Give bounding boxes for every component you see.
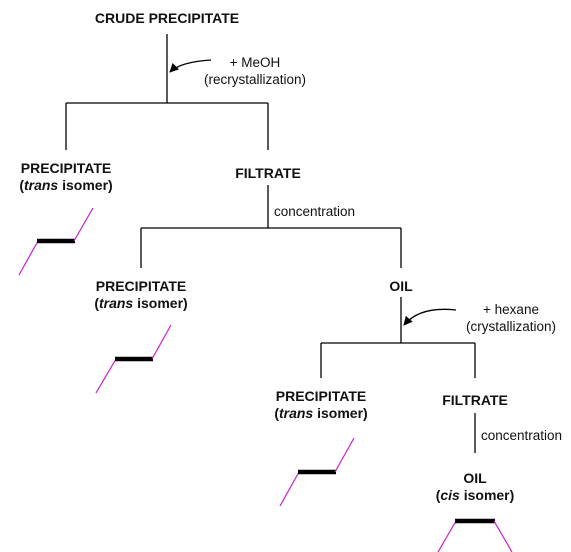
node-subtitle: (trans isomer) xyxy=(274,405,368,421)
trans-isomer-sketch-1 xyxy=(18,207,94,276)
node-title: OIL xyxy=(463,470,487,486)
node-oil-2: OIL (cis isomer) xyxy=(430,470,520,504)
node-precipitate-3: PRECIPITATE (trans isomer) xyxy=(261,388,381,422)
cis-isomer-sketch xyxy=(437,518,513,552)
step-label: concentration xyxy=(274,204,356,219)
node-subtitle: (cis isomer) xyxy=(435,487,515,503)
step-process: (recrystallization) xyxy=(203,72,307,87)
node-filtrate-1: FILTRATE xyxy=(228,165,308,182)
sketch-bond-left xyxy=(437,520,457,552)
node-title: FILTRATE xyxy=(442,392,508,408)
step-reagent: + hexane xyxy=(483,302,539,317)
step-label: concentration xyxy=(481,428,563,443)
node-title: PRECIPITATE xyxy=(275,388,367,404)
trans-isomer-sketch-3 xyxy=(279,437,355,507)
node-subtitle: (trans isomer) xyxy=(19,177,113,193)
step-hexane: + hexane (crystallization) xyxy=(455,301,567,335)
sketch-bond-right xyxy=(73,207,94,242)
node-oil-1: OIL xyxy=(376,278,426,295)
node-title: OIL xyxy=(389,278,413,294)
sketch-bond-left xyxy=(279,471,300,507)
step-concentration-2: concentration xyxy=(481,427,562,444)
node-precipitate-2: PRECIPITATE (trans isomer) xyxy=(81,278,201,312)
meoh-arrow xyxy=(169,59,212,73)
node-title: CRUDE PRECIPITATE xyxy=(94,10,240,26)
sketch-bond-right xyxy=(493,520,513,552)
node-subtitle: (trans isomer) xyxy=(94,295,188,311)
node-title: PRECIPITATE xyxy=(20,160,112,176)
node-precipitate-1: PRECIPITATE (trans isomer) xyxy=(6,160,126,194)
node-title: PRECIPITATE xyxy=(95,278,187,294)
step-reagent: + MeOH xyxy=(229,55,281,70)
hexane-arrow xyxy=(403,308,457,326)
step-meoh: + MeOH (recrystallization) xyxy=(190,54,320,88)
sketch-bond-right xyxy=(334,437,355,473)
sketch-bond-left xyxy=(18,240,39,276)
trans-isomer-sketch-2 xyxy=(95,324,172,394)
step-concentration-1: concentration xyxy=(274,203,355,220)
step-process: (crystallization) xyxy=(465,319,557,334)
node-title: FILTRATE xyxy=(235,165,301,181)
node-filtrate-2: FILTRATE xyxy=(435,392,515,409)
sketch-bond-right xyxy=(151,324,172,360)
node-crude-precipitate: CRUDE PRECIPITATE xyxy=(82,10,252,27)
sketch-bond-left xyxy=(95,358,117,394)
